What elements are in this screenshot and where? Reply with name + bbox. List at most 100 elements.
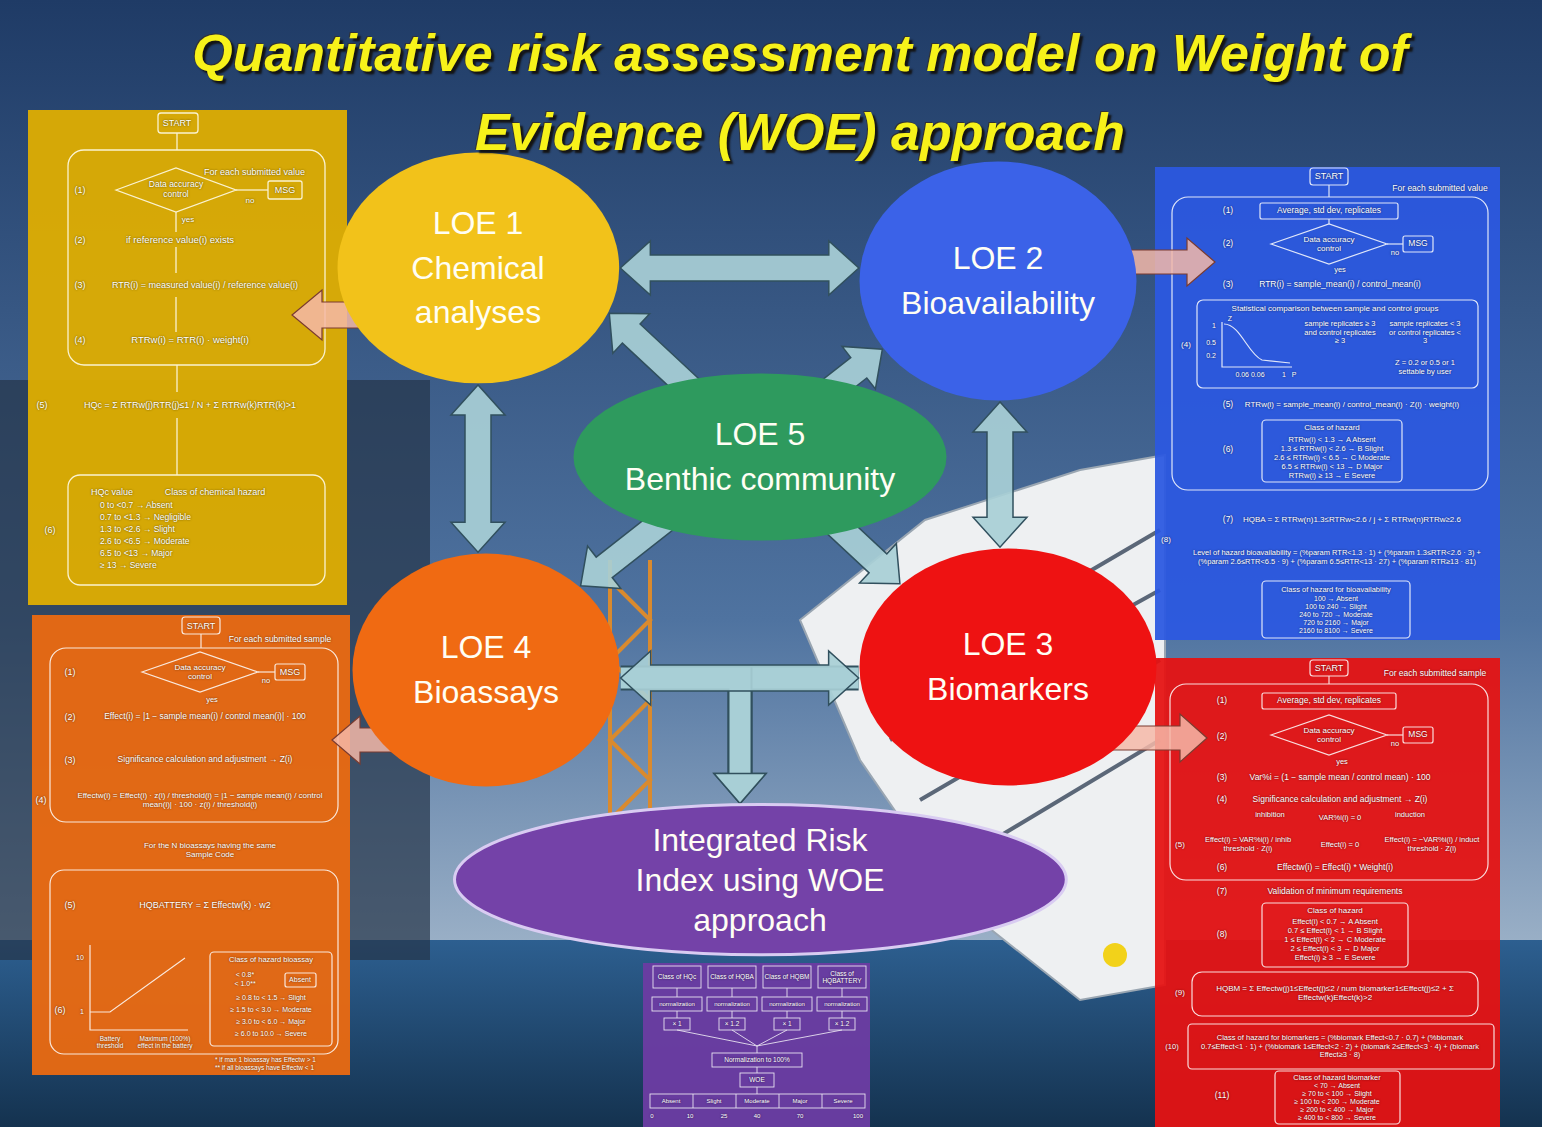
flowchart-text: Z = 0.2 or 0.5 or 1 settable by user xyxy=(1383,359,1468,376)
flowchart-text: (4) xyxy=(75,335,86,345)
node-heading: LOE 1 xyxy=(433,201,524,246)
flowchart-text: (7) xyxy=(1217,887,1227,897)
flowchart-text: Average, std dev, replicates xyxy=(1277,696,1381,706)
flowchart-text: START xyxy=(187,621,216,631)
chemical-flowchart xyxy=(68,113,325,585)
flowchart-text: (1) xyxy=(75,185,86,195)
flowchart-text: (6) xyxy=(55,1005,66,1015)
flowchart-text: (2) xyxy=(1223,239,1233,249)
flowchart-text: 0.7 to <1.3 → Negligible xyxy=(100,513,191,523)
loe-ellipse: LOE 2Bioavailability xyxy=(858,160,1138,402)
flowchart-text: Class of hazard xyxy=(1304,423,1360,432)
flowchart-text: 100 xyxy=(853,1113,863,1120)
block-arrow-body xyxy=(621,651,859,705)
flowchart-text: START xyxy=(163,118,192,128)
flowchart-text: For each submitted value xyxy=(1392,184,1487,194)
flowchart-text: ≥ 200 to < 400 → Major xyxy=(1300,1106,1373,1114)
ellipse-fill xyxy=(454,805,1066,955)
flowchart-text: 720 to 2160 → Major xyxy=(1303,619,1368,627)
ellipse-fill xyxy=(860,549,1157,786)
flowchart-text: < 70 → Absent xyxy=(1314,1082,1360,1090)
flowchart-text: Slight xyxy=(706,1098,721,1105)
flowchart-text: START xyxy=(1315,171,1344,181)
flowchart-text: 6.5 ≤ RTRw(i) < 13 → D Major xyxy=(1282,463,1383,472)
flowchart-text: MSG xyxy=(280,667,301,677)
flowchart-text: (8) xyxy=(1161,535,1171,544)
flowchart-text: < 0.8* xyxy=(236,971,255,979)
flowchart-text: no xyxy=(246,196,255,205)
flowchart-text: × 1.2 xyxy=(725,1020,740,1027)
flowchart-text: ≥ 400 to < 800 → Severe xyxy=(1298,1114,1376,1122)
flowchart-text: Effectw(i) = Effect(i) · z(i) / threshol… xyxy=(65,791,335,809)
arrow-head xyxy=(714,774,766,804)
flowchart-text: * if max 1 bioassay has Effectw > 1 xyxy=(215,1056,316,1063)
flowchart-text: 0 to <0.7 → Absent xyxy=(100,501,173,511)
flowchart-text: 0 xyxy=(650,1113,653,1120)
flowchart-text: (2) xyxy=(1217,732,1227,742)
flowchart-text: P xyxy=(1292,371,1297,379)
flowchart-text: 0.5 xyxy=(1206,339,1216,347)
flowchart-text: (3) xyxy=(1223,280,1233,290)
flowchart-text: Validation of minimum requirements xyxy=(1268,887,1403,897)
flowchart-text: Normalization to 100% xyxy=(724,1056,789,1063)
crane xyxy=(610,560,650,840)
flowchart-text: Significance calculation and adjustment … xyxy=(118,755,293,765)
biomarker-flowchart-panel xyxy=(1155,658,1500,1127)
flowchart-text: 6.5 to <13 → Major xyxy=(100,549,173,559)
flowchart-text: Effect(i) < 0.7 → A Absent xyxy=(1292,918,1378,927)
node-text: Bioassays xyxy=(413,670,559,715)
flowchart-text: Absent xyxy=(289,976,311,984)
flowchart-text: (6) xyxy=(1217,863,1227,873)
flowchart-text: (3) xyxy=(75,280,86,290)
flowchart-text: Battery threshold xyxy=(88,1035,133,1050)
flowchart-text: (5) xyxy=(1223,400,1233,410)
flowchart-text: RTRw(i) = sample_mean(i) / control_mean(… xyxy=(1242,400,1462,409)
flowchart-text: HQc value xyxy=(91,487,133,497)
flowchart-text: Data accuracy control xyxy=(1301,726,1357,744)
node-text: Biomarkers xyxy=(927,667,1089,712)
ellipse-outline xyxy=(858,160,1138,402)
flowchart-text: sample replicates < 3 or control replica… xyxy=(1388,320,1463,346)
flowchart-text: For each submitted sample xyxy=(229,635,332,645)
flowchart-text: (6) xyxy=(45,525,56,535)
flowchart-text: × 1.2 xyxy=(835,1020,850,1027)
flowchart-text: Effectw(i) = Effect(i) * Weight(i) xyxy=(1277,863,1393,873)
flowchart-text: (4) xyxy=(1181,340,1191,349)
flowchart-text: 2.6 to <6.5 → Moderate xyxy=(100,537,190,547)
flowchart-text: Class of HQc xyxy=(654,973,700,980)
ellipse-fill xyxy=(337,153,619,384)
flowchart-text: normalization xyxy=(769,1001,805,1008)
flowchart-text: Severe xyxy=(833,1098,852,1105)
node-text: Bioavailability xyxy=(901,281,1095,326)
flowchart-text: 1 xyxy=(1212,322,1216,330)
flowchart-text: Class of hazard for biomarkers = (%bioma… xyxy=(1195,1034,1485,1060)
flowchart-text: MSG xyxy=(1408,239,1427,249)
flowchart-text: normalization xyxy=(824,1001,860,1008)
bioassay-flowchart xyxy=(50,617,338,1054)
loe-ellipse: LOE 1Chemical analyses xyxy=(336,151,621,385)
ellipse-outline xyxy=(858,547,1158,787)
ellipse-fill xyxy=(353,554,620,787)
flowchart-text: Class of HQBM xyxy=(764,973,810,980)
flowchart-text: (5) xyxy=(1175,840,1185,849)
flowchart-text: × 1 xyxy=(672,1020,681,1027)
flowchart-text: (4) xyxy=(1217,795,1227,805)
flowchart-text: Major xyxy=(792,1098,807,1105)
flowchart-text: For the N bioassays having the same Samp… xyxy=(140,841,280,859)
flowchart-text: 10 xyxy=(687,1113,694,1120)
flowchart-text: (5) xyxy=(37,400,48,410)
flowchart-text: (4) xyxy=(36,795,47,805)
flowchart-text: 10 xyxy=(76,954,84,962)
flowchart-text: For each submitted sample xyxy=(1384,669,1487,679)
block-arrow-body xyxy=(620,241,858,295)
buoy xyxy=(1103,943,1127,967)
flowchart-text: 25 xyxy=(721,1113,728,1120)
flowchart-text: ** if all bioassays have Effectw < 1 xyxy=(215,1064,314,1071)
flowchart-text: HQc = Σ RTRw(j)RTR(j)≤1 / N + Σ RTRw(k)R… xyxy=(65,400,315,410)
node-heading: LOE 4 xyxy=(441,625,532,670)
node-heading: LOE 5 xyxy=(715,412,806,457)
flowchart-text: RTR(i) = measured value(i) / reference v… xyxy=(100,280,310,290)
chemical-flowchart-panel xyxy=(28,110,347,605)
flowchart-text: yes xyxy=(206,696,218,705)
flowchart-text: 0.2 xyxy=(1206,352,1216,360)
